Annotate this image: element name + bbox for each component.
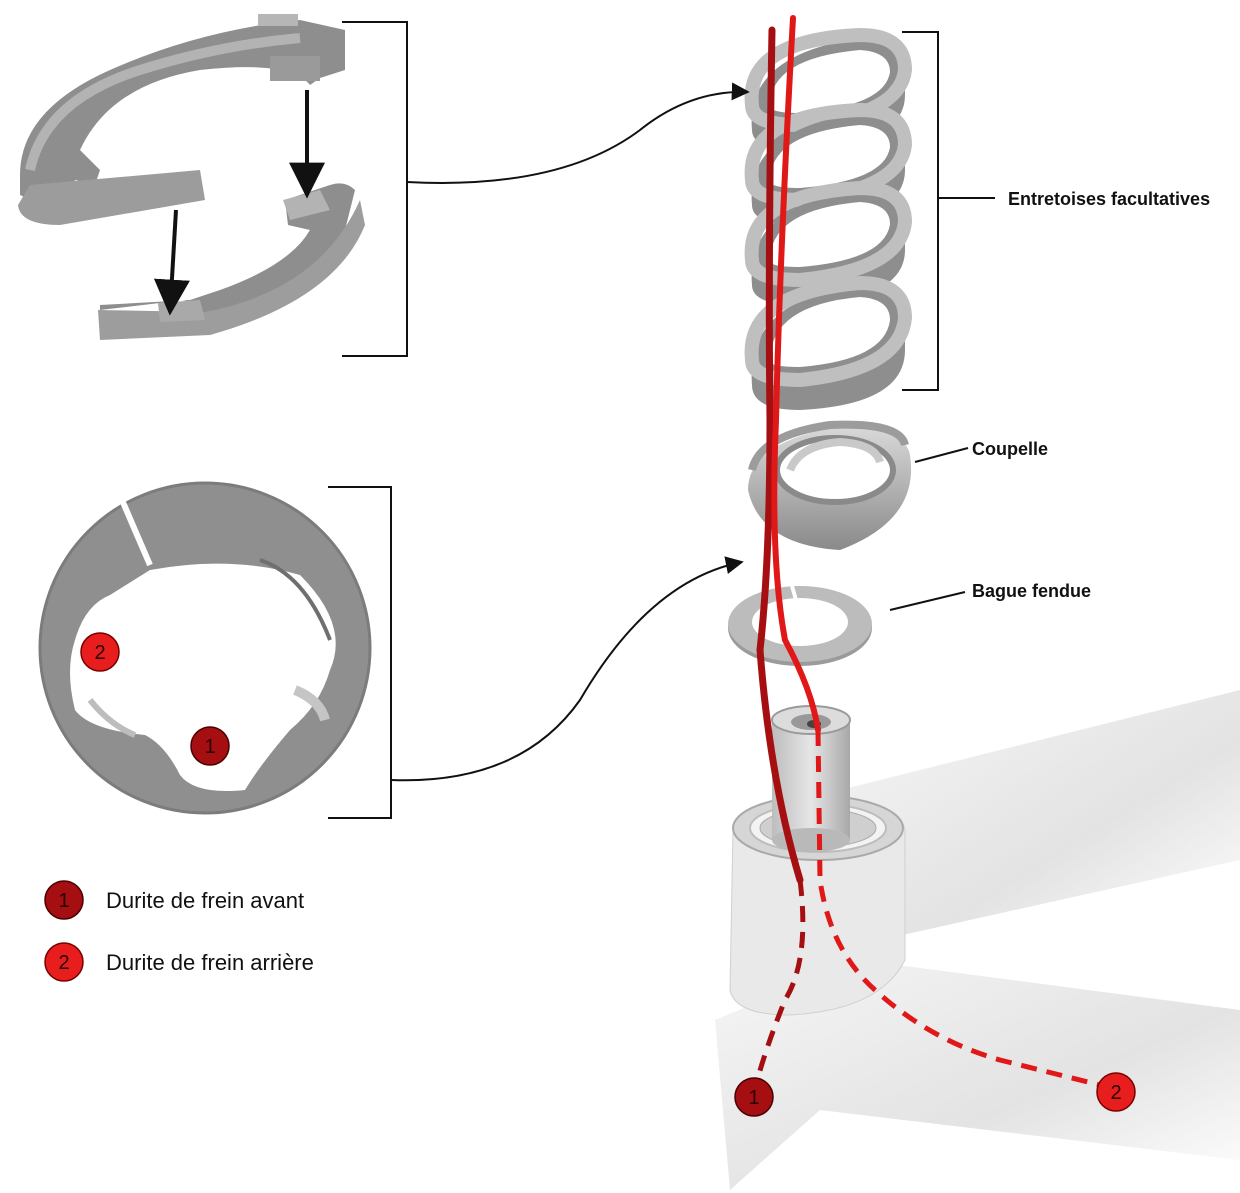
legend-rear-number: 2 [58,952,69,974]
legend-rear-text: Durite de frein arrière [106,950,314,975]
legend-item-front: 1 Durite de frein avant [44,880,304,920]
legend-front-text: Durite de frein avant [106,888,304,913]
legend-item-rear: 2 Durite de frein arrière [44,942,314,982]
label-split-ring: Bague fendue [972,581,1091,601]
bracket-ring-section [328,486,392,819]
spacer-4 [744,275,913,410]
exit-badge-front: 1 [734,1077,774,1117]
ring-badge-rear: 2 [80,632,120,672]
connector-ring-to-stack [390,556,744,782]
exit-badge-rear-number: 2 [1110,1082,1121,1104]
split-ring-part [728,585,872,666]
exploded-spacer-detail [18,14,365,340]
bike-frame [715,690,1240,1190]
exit-badge-front-number: 1 [748,1087,759,1109]
legend: 1 Durite de frein avant 2 Durite de frei… [44,880,314,982]
bracket-exploded-spacer [342,21,408,357]
down-tube [715,960,1240,1190]
connector-spacer-to-stack [406,82,750,184]
front-hose-solid [756,26,804,884]
legend-front-number: 1 [58,890,69,912]
exit-badge-rear: 2 [1096,1072,1136,1112]
rear-hose-solid [771,15,821,733]
ring-inner-cutout [70,563,336,791]
cup-part [748,420,912,550]
ring-split-gap [119,498,153,567]
spacer-upper-half [20,20,345,202]
callout-lines [328,21,995,819]
split-ring-leader [889,591,966,611]
label-spacers: Entretoises facultatives [1008,189,1210,209]
ring-badge-front-number: 1 [204,736,215,758]
ring-cross-section [38,481,372,815]
front-hose-internal [753,879,806,1086]
spacer-stack [744,27,913,410]
bracket-spacers [902,31,939,391]
top-tube [840,690,1240,940]
assembly-arrow-left [153,209,190,316]
ring-badge-front: 1 [190,726,230,766]
rear-hose-internal [815,729,1101,1088]
brake-hoses [753,15,1101,1088]
ring-badge-rear-number: 2 [94,642,105,664]
label-cup: Coupelle [972,439,1048,459]
cup-leader [914,447,969,463]
